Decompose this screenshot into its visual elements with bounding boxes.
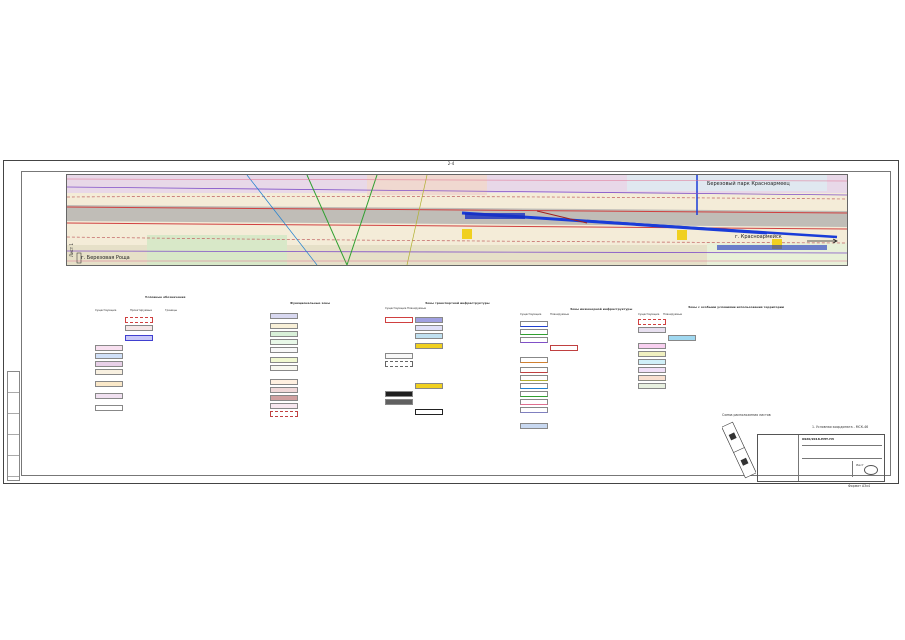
legend-sub-borders: Границы — [165, 309, 178, 312]
legend-swatch — [270, 387, 298, 393]
legend-swatch — [520, 407, 548, 413]
legend-swatch — [415, 343, 443, 349]
legend-sub-b: Планируемые — [407, 307, 426, 310]
legend-title-2: Функциональные зоны — [290, 301, 331, 305]
legend-swatch — [270, 365, 298, 371]
legend-title-3: Зоны транспортной инфраструктуры — [425, 301, 490, 305]
project-name-cell — [802, 445, 882, 459]
legend-title-4: Зоны инженерной инфраструктуры — [570, 307, 633, 311]
legend-swatch — [638, 327, 666, 333]
legend-sub-a: Существующие — [520, 313, 542, 316]
legend-swatch — [385, 391, 413, 397]
legend-title-1: Условные обозначения — [145, 295, 186, 299]
legend-swatch — [415, 333, 443, 339]
legend-swatch — [270, 357, 298, 363]
sheet-scheme-label: Схема расположения листов — [722, 413, 771, 417]
legend-swatch — [270, 323, 298, 329]
legend-sub-a: Существующие — [385, 307, 407, 310]
title-block: 0920/2018-ППТ.ПЗ Лист — [757, 434, 885, 482]
legend-sub-b: Планируемые — [550, 313, 569, 316]
document-code: 0920/2018-ППТ.ПЗ — [802, 437, 834, 441]
legend-sub-planned: Проектируемые — [130, 309, 152, 312]
legend-swatch — [95, 353, 123, 359]
legend-swatch — [385, 317, 413, 323]
legend-sub-existing: Существующие — [95, 309, 117, 312]
legend-swatch — [125, 335, 153, 341]
legend-swatch — [638, 367, 666, 373]
legend-swatch — [415, 409, 443, 415]
plan-drawing — [67, 175, 847, 265]
legend-swatch — [638, 319, 666, 325]
left-place-label: г. Березовая Роща — [81, 255, 130, 261]
legend-swatch — [415, 317, 443, 323]
legend-swatch — [550, 345, 578, 351]
legend-swatch — [638, 351, 666, 357]
sheet-title-cell — [802, 461, 853, 477]
legend-swatch — [415, 383, 443, 389]
legend-swatch — [520, 357, 548, 363]
planning-map-strip: г. Березовая Роща Березовый парк Красноа… — [66, 174, 848, 266]
legend-swatch — [638, 383, 666, 389]
legend-swatch — [520, 383, 548, 389]
sheet-label: Лист — [856, 463, 864, 467]
legend-swatch — [270, 403, 298, 409]
legend-swatch — [270, 379, 298, 385]
legend-swatch — [385, 361, 413, 367]
legend-swatch — [125, 325, 153, 331]
legend-swatch — [95, 369, 123, 375]
title-block-signature-grid — [758, 435, 799, 481]
legend-swatch — [270, 395, 298, 401]
legend-swatch — [520, 321, 548, 327]
left-arrow-label: Лист 1 — [69, 243, 74, 257]
legend-swatch — [125, 317, 153, 323]
legend-swatch — [520, 329, 548, 335]
legend-title-5: Зоны с особыми условиями использования т… — [688, 305, 784, 309]
right-arrow-label: г. Красноармейск — [735, 234, 782, 240]
legend-swatch — [385, 399, 413, 405]
format-label: Формат А3х4 — [848, 484, 871, 488]
legend-swatch — [520, 423, 548, 429]
right-top-label: Березовый парк Красноармеец — [707, 181, 790, 187]
legend-swatch — [520, 337, 548, 343]
legend-swatch — [95, 393, 123, 399]
legend-swatch — [270, 411, 298, 417]
legend-swatch — [95, 381, 123, 387]
legend-swatch — [385, 353, 413, 359]
legend-sub-b: Планируемые — [663, 313, 682, 316]
legend-swatch — [638, 359, 666, 365]
legend-swatch — [668, 335, 696, 341]
legend-swatch — [520, 399, 548, 405]
side-stamp-strip — [7, 371, 20, 481]
legend-swatch — [95, 405, 123, 411]
legend-swatch — [95, 345, 123, 351]
legend-swatch — [520, 367, 548, 373]
legend-swatch — [415, 325, 443, 331]
sheet-number: 2-4 — [447, 161, 455, 166]
legend-swatch — [270, 331, 298, 337]
legend-swatch — [95, 361, 123, 367]
company-logo — [864, 465, 878, 475]
legend-swatch — [270, 347, 298, 353]
legend-swatch — [638, 375, 666, 381]
legend-swatch — [638, 343, 666, 349]
legend-swatch — [520, 391, 548, 397]
drawing-frame — [21, 171, 891, 476]
legend-sub-a: Существующие — [638, 313, 660, 316]
legend-swatch — [270, 313, 298, 319]
coordinate-note: 1. Условная координата - МСК-46 — [812, 425, 869, 429]
legend-swatch — [270, 339, 298, 345]
legend-swatch — [520, 375, 548, 381]
sheet-scheme-diagram — [722, 421, 756, 479]
